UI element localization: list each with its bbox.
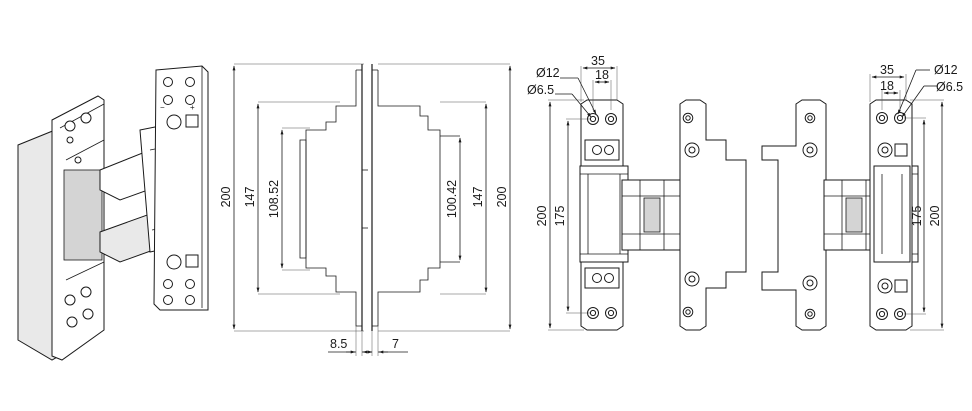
dim-front-left-overall-height: 200	[535, 206, 549, 227]
dim-side-right-outer-height: 147	[471, 187, 485, 208]
dim-front-right-width: 35	[880, 63, 894, 77]
dim-front-left-large-hole: Ø12	[536, 66, 560, 80]
dim-side-overall-height: 200	[219, 187, 233, 208]
dim-front-right-small-hole: Ø6.5	[936, 80, 963, 94]
svg-text:+: +	[190, 103, 195, 112]
front-view-right: 35 18 Ø12 Ø6.5 175 200	[761, 63, 963, 331]
dim-side-right-offset: 7	[392, 337, 399, 351]
dim-side-outer-height: 147	[243, 187, 257, 208]
dim-side-right-overall-height: 200	[495, 187, 509, 208]
dim-front-right-hole-height: 175	[910, 206, 924, 227]
dim-front-left-hole-spacing: 18	[595, 68, 609, 82]
dim-side-left-offset: 8.5	[330, 337, 347, 351]
dim-front-left-hole-height: 175	[553, 206, 567, 227]
dim-side-left-body-height: 108.52	[267, 180, 281, 218]
front-view-left: 35 18 Ø12 Ø6.5 200 175	[527, 54, 747, 331]
dim-front-left-width: 35	[591, 54, 605, 68]
dim-side-right-body-height: 100.42	[445, 180, 459, 218]
dim-front-right-large-hole: Ø12	[934, 63, 958, 77]
side-section-view: 200 147 108.52 100.42 147 200	[219, 63, 512, 356]
svg-text:−: −	[160, 103, 165, 112]
isometric-hinge-view: − +	[17, 65, 209, 361]
dim-front-right-overall-height: 200	[928, 206, 942, 227]
dim-front-left-small-hole: Ø6.5	[527, 83, 554, 97]
dim-front-right-hole-spacing: 18	[880, 79, 894, 93]
